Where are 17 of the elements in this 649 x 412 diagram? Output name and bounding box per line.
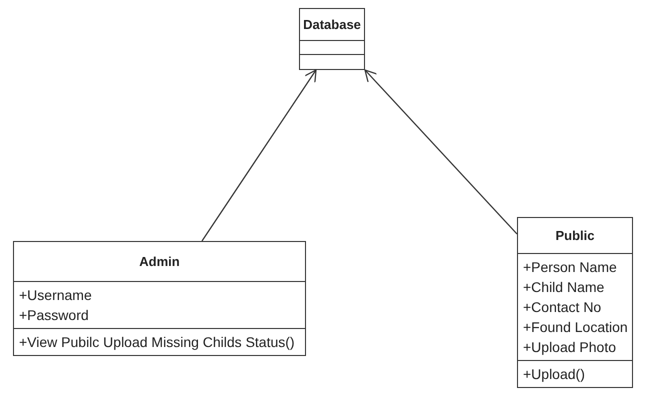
class-box xyxy=(517,217,633,388)
attribute-text: +Person Name xyxy=(523,258,618,277)
attribute-text: +Child Name xyxy=(523,278,606,297)
class-name: Public xyxy=(555,226,594,245)
class-box xyxy=(299,8,365,70)
class-name: Admin xyxy=(139,252,180,271)
attribute-text: +Password xyxy=(19,306,90,325)
association-arrow xyxy=(202,69,317,242)
attribute-text: +Upload Photo xyxy=(523,338,618,357)
attribute-text: +Username xyxy=(19,286,93,305)
operation-text: +Upload() xyxy=(523,365,586,384)
association-arrow xyxy=(364,69,518,234)
class-box xyxy=(13,241,306,356)
operation-text: +View Pubilc Upload Missing Childs Status() xyxy=(19,333,296,352)
attribute-text: +Found Location xyxy=(523,318,627,337)
class-name: Database xyxy=(303,16,361,34)
attribute-text: +Contact No xyxy=(523,298,602,317)
